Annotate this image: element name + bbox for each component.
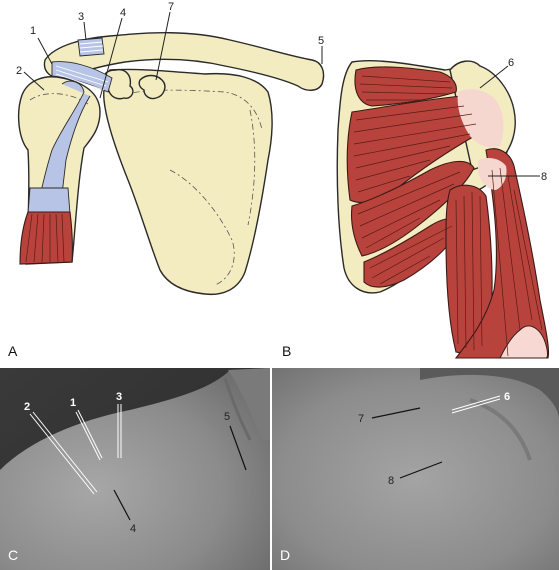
acromion-hook	[138, 74, 166, 100]
photo-c-shoulder-skin	[0, 368, 270, 570]
label-a-1: 1	[30, 25, 36, 37]
panel-label-a: A	[8, 343, 18, 359]
leader-c-4	[113, 489, 131, 521]
scapula-bone	[103, 68, 273, 296]
leader-a-1	[37, 37, 53, 65]
label-c-3: 3	[116, 391, 122, 403]
supraspinatus-muscle	[354, 66, 457, 107]
rotator-cuff-insertion	[457, 89, 504, 148]
panel-label-c: C	[8, 547, 18, 563]
label-d-8: 8	[388, 475, 394, 487]
leader-b-6	[479, 65, 509, 89]
leader-a-3	[83, 21, 87, 41]
panel-c-photo: 1 2 3 4 5 C	[0, 368, 270, 570]
panel-a-illustration: 1 2 3 4 5 7 A	[8, 1, 325, 359]
olecranon-tendon	[499, 325, 548, 359]
label-c-5: 5	[224, 411, 230, 423]
label-d-6: 6	[504, 391, 510, 403]
panel-label-b: B	[282, 343, 291, 359]
label-d-7: 7	[358, 413, 364, 425]
infraspinatus-muscle	[346, 95, 481, 203]
leader-d-7	[371, 407, 421, 419]
leader-c-2	[29, 413, 95, 495]
label-c-2: 2	[24, 401, 30, 413]
label-a-4: 4	[120, 7, 126, 19]
label-b-8: 8	[541, 171, 547, 183]
biceps-muscle	[19, 211, 73, 265]
leader-a-4	[99, 17, 123, 99]
label-a-3: 3	[78, 11, 84, 23]
label-a-5: 5	[318, 35, 324, 47]
panel-label-d: D	[280, 547, 290, 563]
leader-a-2	[23, 71, 45, 91]
panel-d-photo: 7 6 8 D	[272, 368, 559, 570]
leader-c-1	[75, 411, 101, 461]
leader-a-7	[155, 11, 171, 81]
label-b-6: 6	[508, 57, 514, 69]
label-a-7: 7	[168, 1, 174, 13]
label-c-4: 4	[130, 523, 136, 535]
leader-c-5	[229, 425, 247, 471]
photo-d-back-skin	[272, 368, 559, 570]
label-a-2: 2	[16, 65, 22, 77]
leader-d-8	[399, 461, 443, 479]
leader-d-6	[451, 395, 501, 411]
panel-b-illustration: 6 8 B	[282, 57, 550, 359]
label-c-1: 1	[70, 397, 76, 409]
triceps-lateral-muscle	[454, 148, 550, 359]
